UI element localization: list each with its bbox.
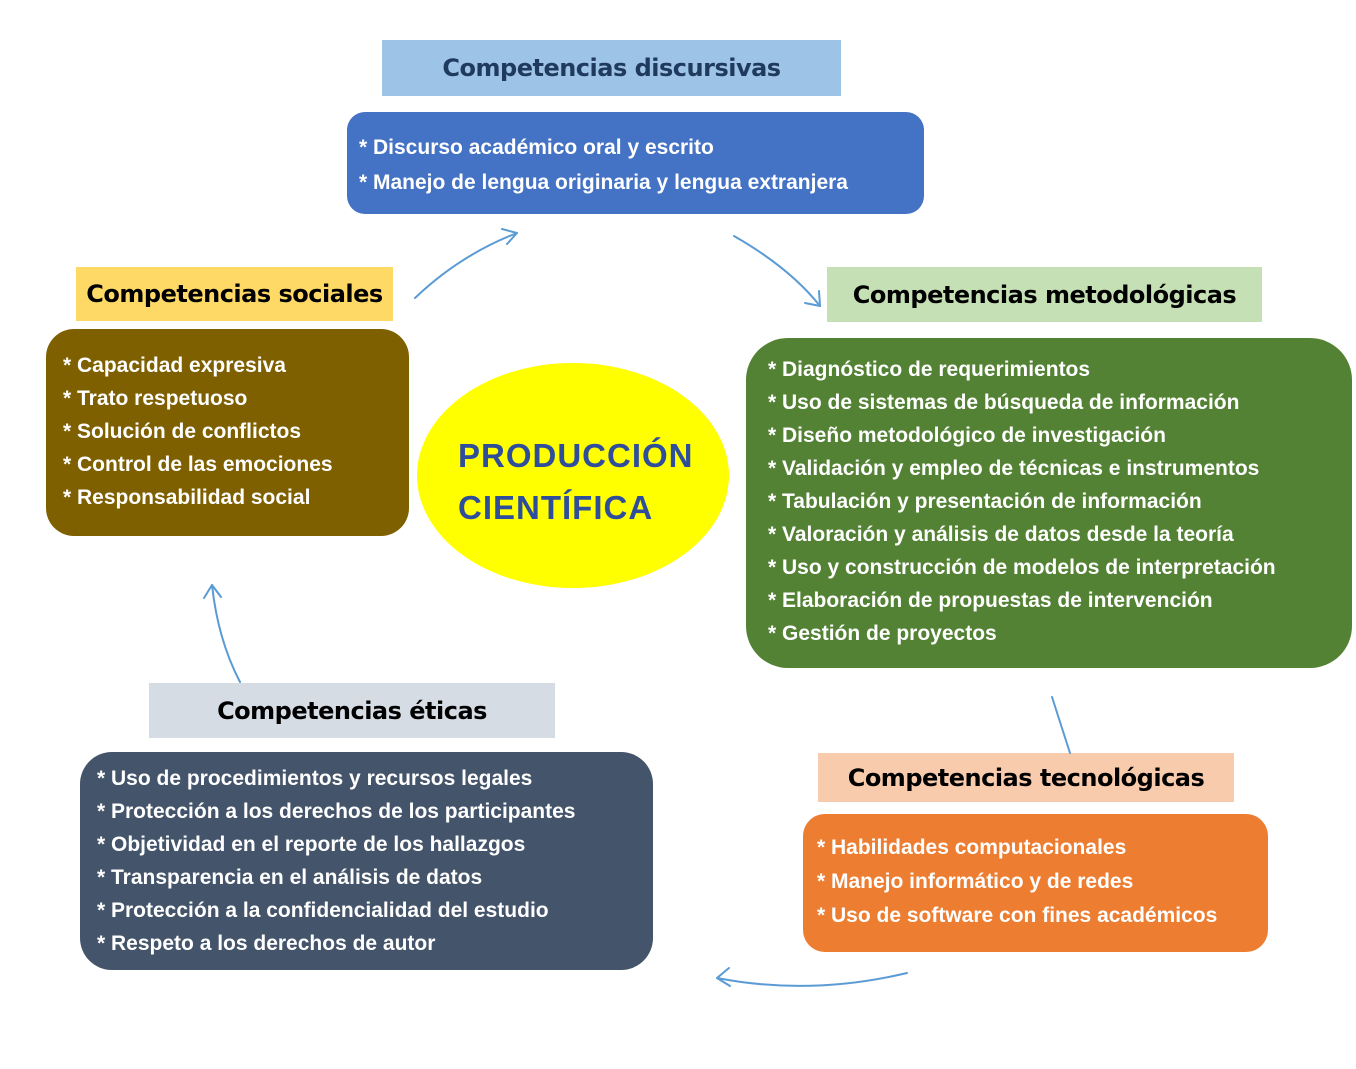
arrow-head bbox=[804, 290, 821, 307]
sociales-item: * Capacidad expresiva bbox=[63, 354, 286, 377]
arrow-discursivas-to-metodologicas bbox=[733, 235, 821, 307]
metodologicas-item: * Uso de sistemas de búsqueda de informa… bbox=[768, 391, 1240, 414]
tecnologicas-box: * Habilidades computacionales * Manejo i… bbox=[803, 814, 1268, 952]
sociales-item: * Control de las emociones bbox=[63, 453, 333, 476]
arrow-metodologicas-to-tecnologicas bbox=[1051, 696, 1071, 754]
tecnologicas-item: * Uso de software con fines académicos bbox=[817, 904, 1218, 927]
eticas-title: Competencias éticas bbox=[149, 683, 555, 738]
arrow-head bbox=[501, 228, 518, 245]
center-ellipse bbox=[417, 363, 729, 588]
sociales-item: * Solución de conflictos bbox=[63, 420, 302, 443]
eticas-item: * Respeto a los derechos de autor bbox=[97, 932, 436, 955]
sociales-item: * Responsabilidad social bbox=[63, 486, 311, 509]
arrow-sociales-to-discursivas bbox=[414, 232, 518, 299]
metodologicas-item: * Uso y construcción de modelos de inter… bbox=[768, 556, 1276, 579]
eticas-item: * Transparencia en el análisis de datos bbox=[97, 866, 483, 889]
metodologicas-box: * Diagnóstico de requerimientos * Uso de… bbox=[746, 338, 1352, 668]
center-label-line2: CIENTÍFICA bbox=[458, 489, 654, 526]
metodologicas-item: * Diseño metodológico de investigación bbox=[768, 424, 1166, 447]
tecnologicas-item: * Manejo informático y de redes bbox=[817, 870, 1134, 893]
sociales-title: Competencias sociales bbox=[76, 267, 393, 321]
eticas-box: * Uso de procedimientos y recursos legal… bbox=[80, 752, 653, 970]
arrow-head bbox=[203, 584, 222, 599]
discursivas-title: Competencias discursivas bbox=[382, 40, 841, 96]
metodologicas-item: * Valoración y análisis de datos desde l… bbox=[768, 523, 1234, 546]
metodologicas-item: * Gestión de proyectos bbox=[768, 622, 997, 645]
discursivas-item: * Manejo de lengua originaria y lengua e… bbox=[359, 171, 848, 194]
eticas-item: * Objetividad en el reporte de los halla… bbox=[97, 833, 526, 856]
tecnologicas-item: * Habilidades computacionales bbox=[817, 836, 1127, 859]
eticas-item: * Protección a la confidencialidad del e… bbox=[97, 899, 549, 922]
discursivas-box: * Discurso académico oral y escrito * Ma… bbox=[347, 112, 924, 214]
metodologicas-item: * Diagnóstico de requerimientos bbox=[768, 358, 1091, 381]
metodologicas-item: * Tabulación y presentación de informaci… bbox=[768, 490, 1202, 513]
sociales-box: * Capacidad expresiva * Trato respetuoso… bbox=[46, 329, 409, 536]
eticas-item: * Protección a los derechos de los parti… bbox=[97, 800, 576, 823]
metodologicas-item: * Validación y empleo de técnicas e inst… bbox=[768, 457, 1260, 480]
sociales-item: * Trato respetuoso bbox=[63, 387, 248, 410]
metodologicas-title: Competencias metodológicas bbox=[827, 267, 1262, 322]
center-label-line1: PRODUCCIÓN bbox=[458, 437, 694, 474]
discursivas-item: * Discurso académico oral y escrito bbox=[359, 136, 714, 159]
arrow-eticas-to-sociales bbox=[211, 584, 241, 683]
tecnologicas-title: Competencias tecnológicas bbox=[818, 753, 1234, 802]
eticas-item: * Uso de procedimientos y recursos legal… bbox=[97, 767, 533, 790]
arrow-tecnologicas-to-eticas bbox=[716, 972, 908, 987]
center-label: PRODUCCIÓN CIENTÍFICA bbox=[458, 430, 694, 534]
arrow-head bbox=[716, 967, 731, 987]
metodologicas-item: * Elaboración de propuestas de intervenc… bbox=[768, 589, 1213, 612]
